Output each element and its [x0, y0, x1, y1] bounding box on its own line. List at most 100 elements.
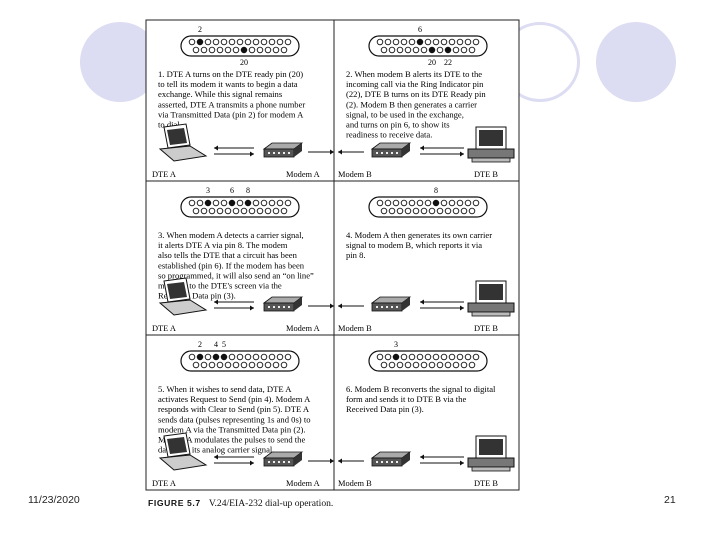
connector-pin	[432, 353, 440, 361]
monitor-screen	[479, 130, 503, 146]
device-label: DTE A	[152, 170, 176, 179]
step-text-line: signal to modem B, which reports it via	[346, 240, 482, 250]
connector-pin	[256, 46, 264, 54]
connector-pin	[420, 207, 428, 215]
pin-number-label: 8	[246, 186, 250, 195]
connector-pin	[392, 199, 400, 207]
connector-pin	[208, 361, 216, 369]
connector-pin	[272, 46, 280, 54]
step-text-line: also tells the DTE that a circuit has be…	[158, 250, 298, 260]
modem-light	[376, 152, 378, 154]
step-text-line: form and sends it to DTE B via the	[346, 394, 466, 404]
connector-pin	[452, 361, 460, 369]
pin-number-label: 6	[230, 186, 234, 195]
connector-pin	[200, 207, 208, 215]
connector-pin	[252, 353, 260, 361]
laptop-display	[167, 437, 187, 454]
device-label: Modem B	[338, 479, 372, 488]
laptop-keyboard	[158, 145, 208, 162]
modem-light	[386, 461, 388, 463]
arrowhead	[338, 149, 342, 155]
connector-pin	[228, 353, 236, 361]
device-label: DTE B	[474, 324, 498, 333]
connector-pin	[192, 46, 200, 54]
connector-pin	[248, 207, 256, 215]
keyboard	[471, 157, 511, 163]
step-text-line: sends data (pulses representing 1s and 0…	[158, 414, 311, 424]
figure-caption-text: V.24/EIA-232 dial-up operation.	[208, 498, 334, 509]
modem-side	[294, 143, 302, 157]
connector-pin	[468, 207, 476, 215]
arrowhead	[214, 299, 218, 305]
connector-pin	[204, 38, 212, 46]
step-text-line: so programmed, it will also send an “on …	[158, 270, 314, 280]
connector-pin	[196, 199, 204, 207]
step-text-line: 2. When modem B alerts its DTE to the	[346, 69, 482, 79]
connector-pin	[204, 199, 212, 207]
pin-number-label: 5	[222, 340, 226, 349]
keyboard	[471, 311, 511, 317]
connector-pin	[408, 38, 416, 46]
arrowhead	[460, 151, 464, 157]
pin-number-label: 2	[198, 25, 202, 34]
connector-pin	[420, 46, 428, 54]
step-text-line: via Transmitted Data (pin 2) for modem A	[158, 109, 304, 119]
panel-1: 2 20 1. DTE A turns on the DTE ready pin (…	[152, 25, 334, 179]
connector-pin	[468, 361, 476, 369]
connector-pin	[240, 361, 248, 369]
connector-pin	[392, 38, 400, 46]
connector-pin	[208, 207, 216, 215]
connector-pin	[232, 361, 240, 369]
step-text-line: to tell its modem it wants to begin a da…	[158, 79, 298, 89]
modem-light	[278, 306, 280, 308]
connector-pin	[216, 361, 224, 369]
connector-pin	[240, 46, 248, 54]
connector-pin	[260, 199, 268, 207]
modem-side	[402, 297, 410, 311]
step-text-line: 1. DTE A turns on the DTE ready pin (20)	[158, 69, 303, 79]
connector-pin	[396, 207, 404, 215]
connector-pin	[460, 46, 468, 54]
modem-light	[283, 152, 285, 154]
pin-number-label: 3	[394, 340, 398, 349]
system-unit	[467, 148, 515, 159]
connector-pin	[280, 46, 288, 54]
connector-pin	[276, 199, 284, 207]
modem-light	[396, 461, 398, 463]
connector-pin	[412, 46, 420, 54]
connector-pin	[464, 353, 472, 361]
step-text-line: 5. When it wishes to send data, DTE A	[158, 384, 292, 394]
arrowhead	[338, 458, 342, 464]
connector-pin	[432, 199, 440, 207]
connector-pin	[468, 46, 476, 54]
connector-pin	[216, 46, 224, 54]
pin-number-label: 8	[434, 186, 438, 195]
connector-pin	[272, 207, 280, 215]
connector-pin	[284, 199, 292, 207]
connector-pin	[260, 38, 268, 46]
arrowhead	[214, 145, 218, 151]
connector-pin	[236, 199, 244, 207]
monitor-screen	[479, 439, 503, 455]
connector-pin	[424, 199, 432, 207]
monitor-screen	[479, 284, 503, 300]
connector-pin	[456, 353, 464, 361]
connector-pin	[400, 353, 408, 361]
step-text-line: Received Data pin (3).	[346, 404, 424, 414]
modem-light	[283, 461, 285, 463]
connector-pin	[276, 353, 284, 361]
arrowhead	[250, 305, 254, 311]
connector-pin	[444, 207, 452, 215]
step-text-line: 4. Modem A then generates its own carrie…	[346, 230, 492, 240]
modem-light	[381, 152, 383, 154]
connector-pin	[188, 199, 196, 207]
connector-pin	[244, 353, 252, 361]
connector-pin	[248, 361, 256, 369]
pin-number-label: 20	[240, 58, 248, 67]
connector-pin	[424, 353, 432, 361]
connector-pin	[376, 353, 384, 361]
modem-light	[273, 461, 275, 463]
laptop-display	[167, 128, 187, 145]
